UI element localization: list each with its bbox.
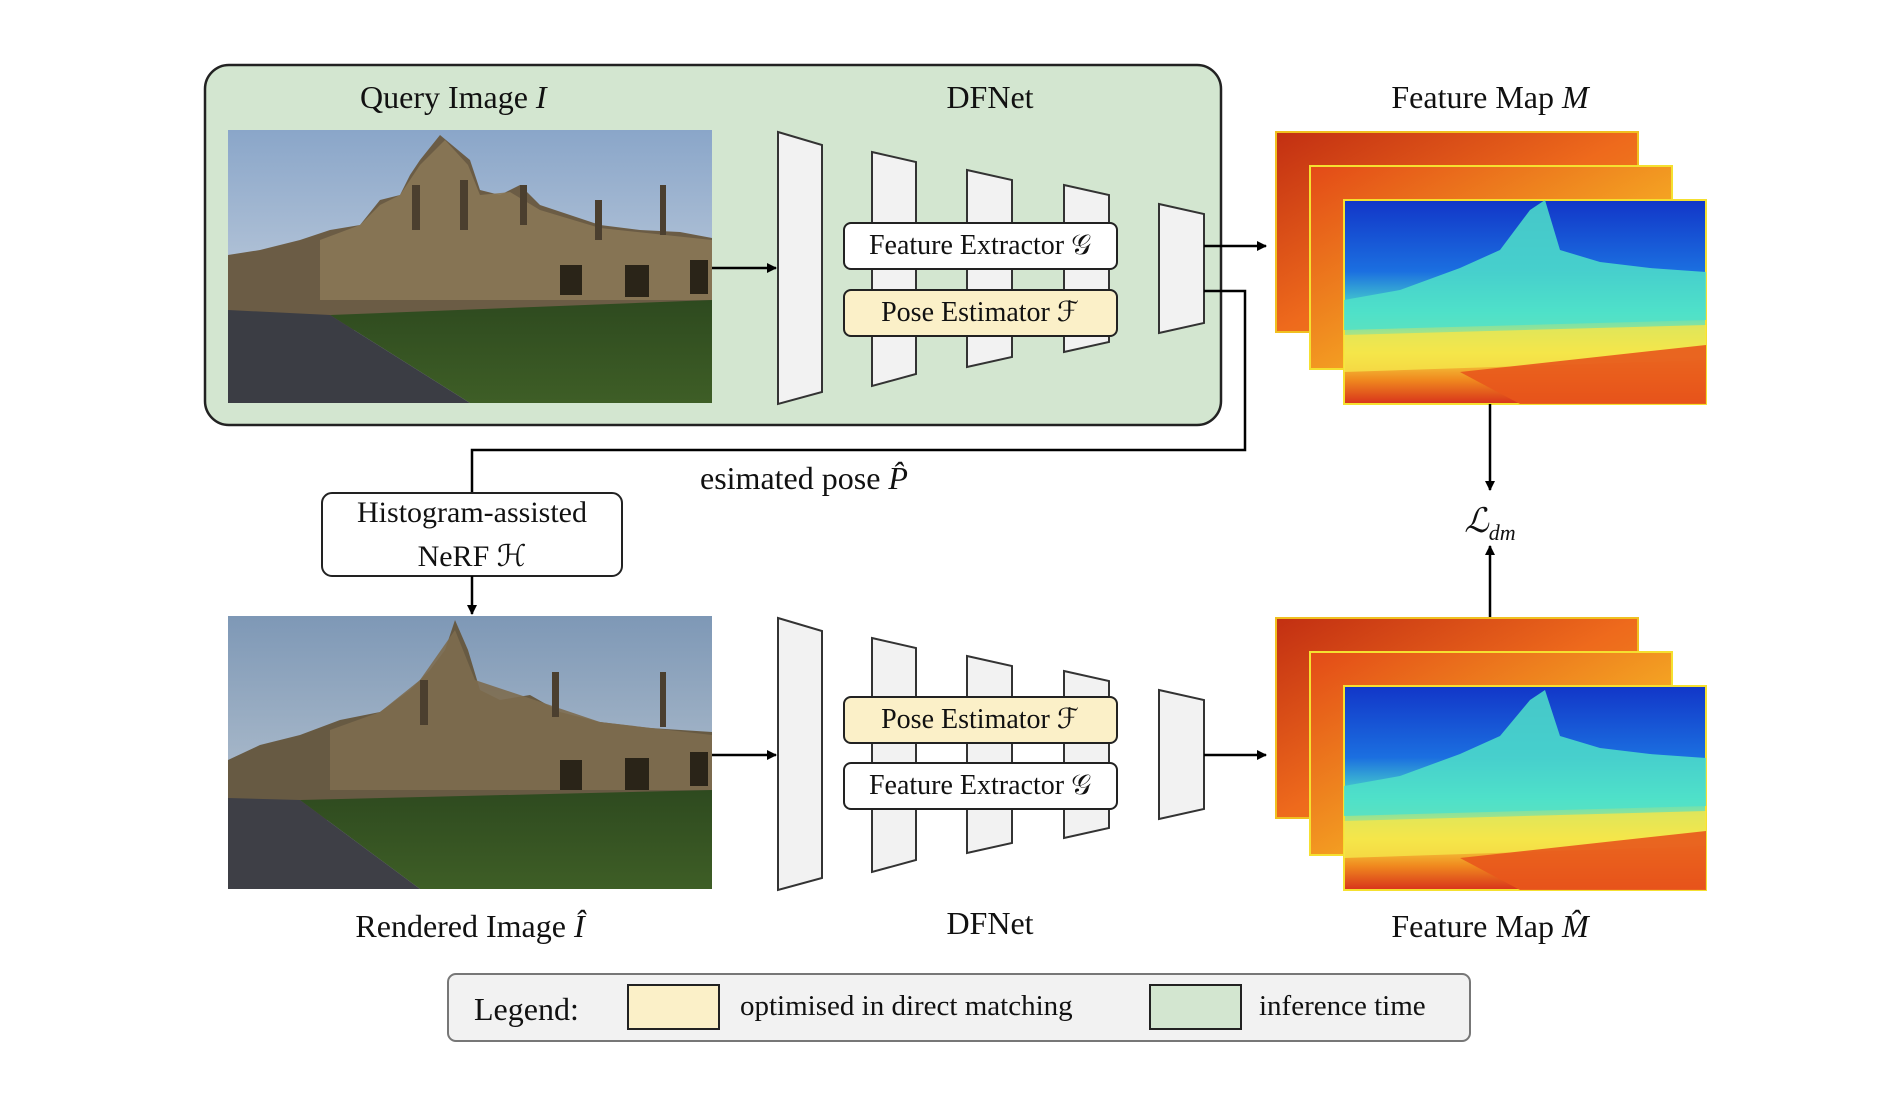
rendered-image [228,616,712,889]
legend-label-inference: inference time [1259,990,1426,1022]
legend-label-optimised: optimised in direct matching [740,990,1073,1022]
pose-estimator-bottom-label: Pose Estimator ℱ [881,704,1079,735]
estimated-pose-path [470,289,1247,493]
rendered-image-label: Rendered Image Î [355,908,587,944]
nerf-label-line2: NeRF ℋ [418,540,527,573]
nerf-label-line1: Histogram-assisted [357,496,587,529]
dfnet-bottom-layers [777,616,1205,892]
legend-swatch-inference [1149,984,1242,1030]
loss-label: ℒdm [1464,503,1515,545]
legend-title: Legend: [474,991,579,1027]
query-image [228,130,712,403]
layer-bottom-3 [966,654,1013,855]
feature-extractor-bottom-label: Feature Extractor 𝒢 [869,770,1091,801]
pose-estimator-top-label: Pose Estimator ℱ [881,297,1079,328]
layer-bottom-1 [777,616,823,892]
layer-top-5 [1158,202,1205,335]
feature-map-top-label: Feature Map M [1391,79,1591,115]
query-image-label: Query Image I [360,79,548,115]
pose-estimator-top [843,289,1118,337]
layer-bottom-5 [1158,688,1205,821]
pose-estimator-bottom [843,696,1118,744]
feature-extractor-top [843,222,1118,270]
feature-map-top [1275,131,1707,405]
dfnet-top-title: DFNet [946,79,1033,115]
layer-top-1 [777,130,823,406]
layer-bottom-2 [871,636,917,874]
feature-map-bottom-label: Feature Map M̂ [1391,908,1591,944]
feature-map-bottom [1275,617,1707,891]
estimated-pose-label: esimated pose P̂ [700,460,908,496]
dfnet-bottom-title: DFNet [946,905,1033,941]
feature-extractor-top-label: Feature Extractor 𝒢 [869,230,1091,261]
feature-extractor-bottom [843,762,1118,810]
legend-swatch-optimised [627,984,720,1030]
